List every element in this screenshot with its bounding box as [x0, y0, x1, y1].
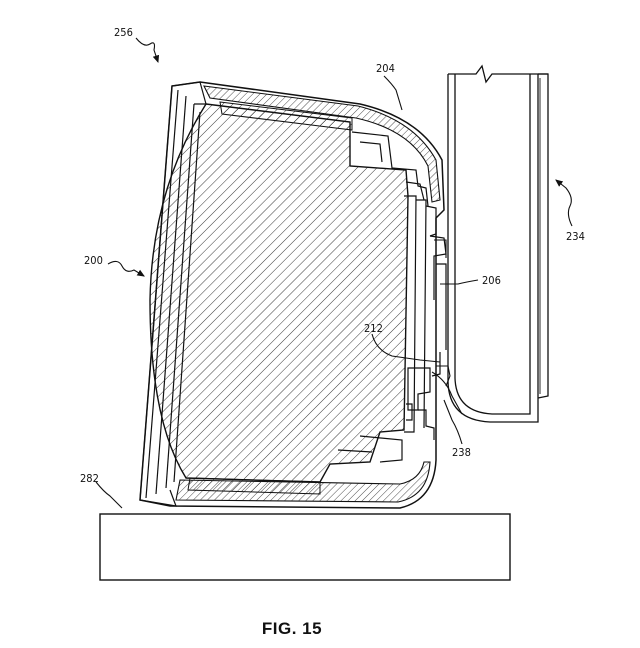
leader-lines [95, 37, 573, 509]
ref-label-204: 204 [376, 62, 395, 75]
ref-label-206: 206 [482, 274, 501, 287]
base-support [99, 513, 511, 581]
figure-caption: FIG. 15 [262, 619, 322, 638]
ref-label-256: 256 [114, 26, 133, 39]
ref-label-282: 282 [80, 472, 99, 485]
mounting-bracket [447, 64, 549, 423]
connector-interface [431, 239, 463, 415]
ref-label-212: 212 [364, 322, 383, 335]
inner-plate [404, 195, 427, 433]
main-body-hatched [149, 103, 409, 483]
ref-label-238: 238 [452, 446, 471, 459]
ref-label-200: 200 [84, 254, 103, 267]
ref-label-234: 234 [566, 230, 585, 243]
